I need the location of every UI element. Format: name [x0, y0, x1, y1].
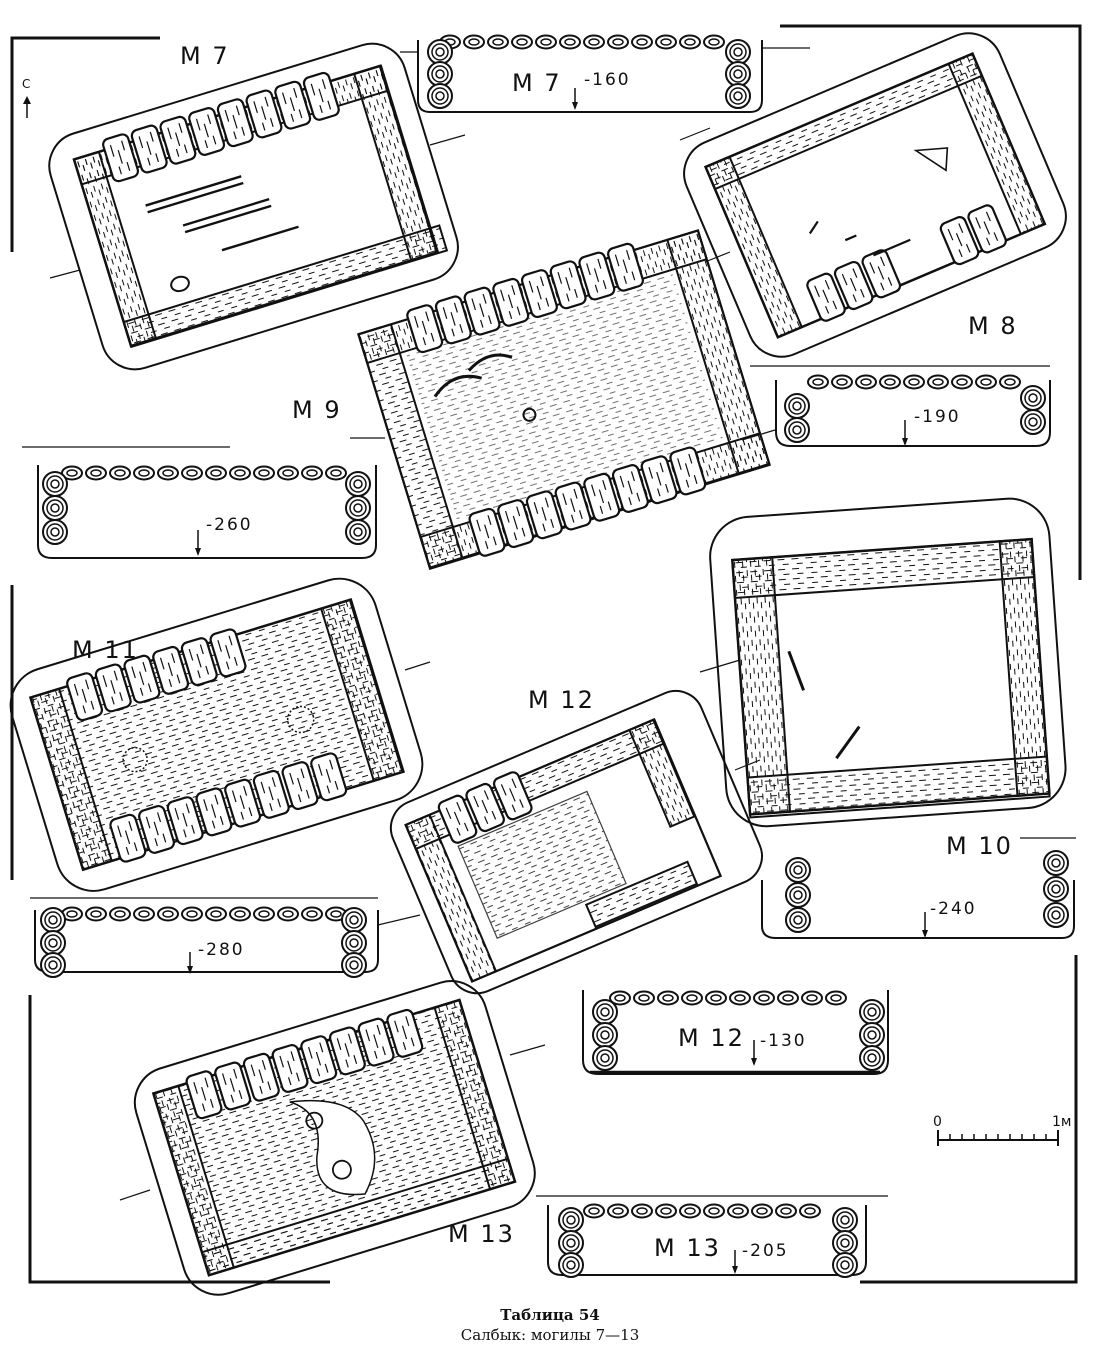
- section-m13-depth: -205: [742, 1241, 789, 1261]
- section-m12-label: М 12: [678, 1024, 745, 1052]
- grave-label-m9: М 9: [292, 396, 342, 424]
- section-m10: -240: [761, 837, 1076, 939]
- section-m7: М 7 -160: [400, 34, 810, 113]
- orientation-lines: [49, 127, 776, 1201]
- grave-label-m8: М 8: [968, 312, 1018, 340]
- grave-plan-m9: [357, 229, 771, 570]
- grave-plan-m8: [683, 32, 1067, 358]
- grave-plan-m7: [48, 42, 459, 371]
- section-m8-depth: -190: [914, 407, 961, 427]
- north-label: С: [22, 77, 30, 91]
- scale-bar: 0 1м: [933, 1114, 1071, 1146]
- grave-label-m11: М 11: [72, 636, 139, 664]
- grave-plan-m11: [9, 577, 424, 892]
- north-arrow: С: [22, 77, 31, 118]
- plate-title: Таблица 54: [500, 1306, 600, 1324]
- section-m9-depth: -260: [206, 515, 253, 535]
- section-m10-depth: -240: [930, 899, 977, 919]
- grave-label-m7: М 7: [180, 42, 230, 70]
- section-m7-label: М 7: [512, 69, 562, 97]
- grave-label-m10: М 10: [946, 832, 1013, 860]
- grave-label-m13: М 13: [448, 1220, 515, 1248]
- section-m13: М 13 -205: [536, 1195, 888, 1278]
- section-m12: М 12 -130: [582, 990, 889, 1075]
- plate-subtitle: Салбык: могилы 7—13: [460, 1326, 640, 1344]
- scale-end: 1м: [1052, 1114, 1071, 1130]
- section-m9: -260: [22, 446, 377, 559]
- section-m11-depth: -280: [198, 940, 245, 960]
- section-m11: -280: [30, 897, 421, 978]
- section-m12-depth: -130: [760, 1031, 807, 1051]
- grave-label-m12: М 12: [528, 686, 595, 714]
- section-m10-logs: [785, 850, 1069, 933]
- grave-plan-m13: [133, 980, 536, 1296]
- section-m7-depth: -160: [584, 70, 631, 90]
- frame-brackets: [10, 24, 1082, 1284]
- grave-plan-m10: [709, 497, 1067, 828]
- scale-start: 0: [933, 1114, 942, 1130]
- section-m13-label: М 13: [654, 1234, 721, 1262]
- grave-plan-m12: [389, 690, 763, 995]
- section-m8: -190: [750, 365, 1051, 447]
